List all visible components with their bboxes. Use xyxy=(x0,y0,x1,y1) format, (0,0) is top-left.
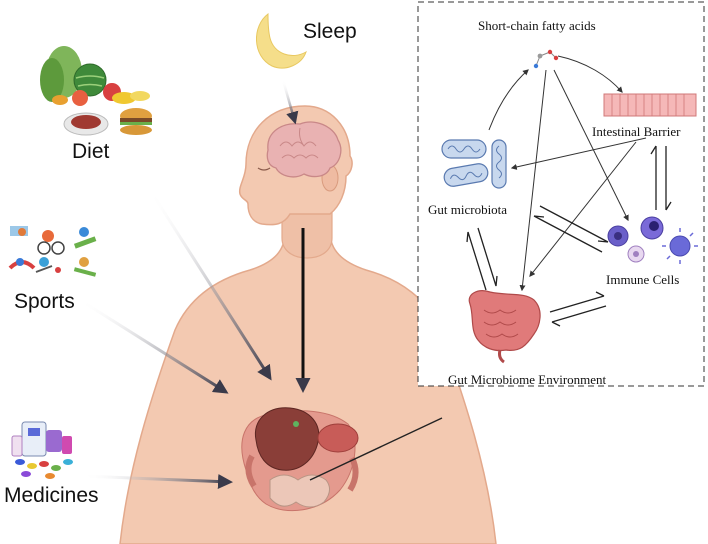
label-scfa: Short-chain fatty acids xyxy=(478,18,596,34)
medicine-icon xyxy=(12,422,73,479)
intestine-lower xyxy=(270,475,330,507)
label-diet: Diet xyxy=(72,140,109,164)
label-gut-microbiota: Gut microbiota xyxy=(428,202,507,218)
stomach xyxy=(318,424,358,452)
barrier-icon xyxy=(604,94,696,116)
label-gut-environment: Gut Microbiome Environment xyxy=(448,372,606,388)
brain-icon xyxy=(267,122,341,177)
inset-panel xyxy=(418,2,704,386)
label-immune-cells: Immune Cells xyxy=(606,272,679,288)
moon-icon xyxy=(256,14,306,68)
sports-icon xyxy=(10,226,96,277)
label-sleep: Sleep xyxy=(303,20,357,44)
food-icon xyxy=(40,46,152,135)
label-medicines: Medicines xyxy=(4,484,99,508)
label-intestinal-barrier: Intestinal Barrier xyxy=(592,124,680,140)
label-sports: Sports xyxy=(14,290,75,314)
